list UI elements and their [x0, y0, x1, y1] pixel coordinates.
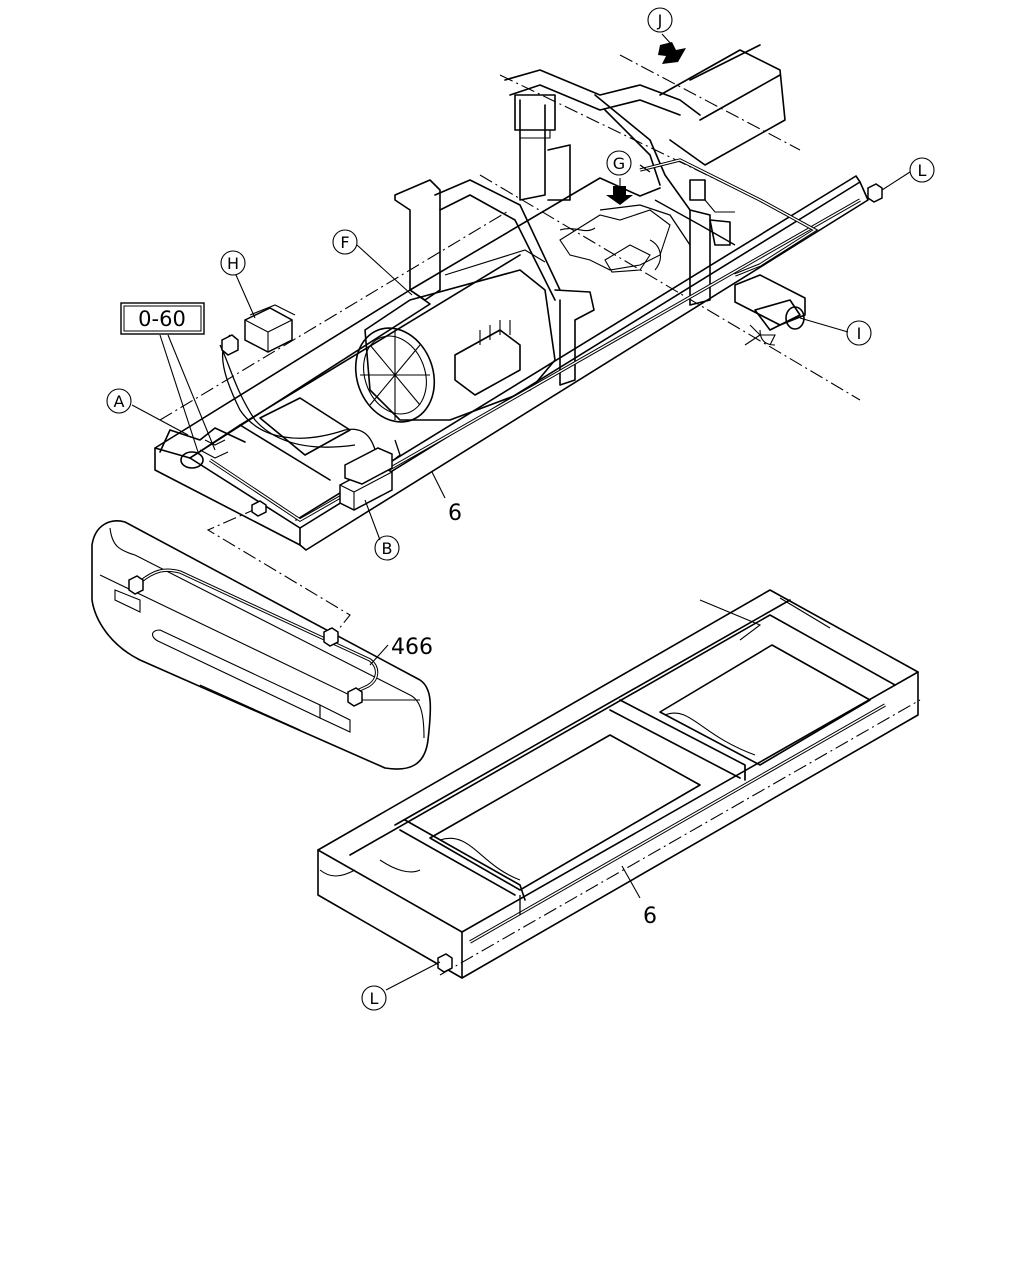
front-bracket-a	[180, 439, 229, 469]
callout-j-label: J	[657, 11, 663, 30]
callout-l-bottom: L	[361, 985, 387, 1011]
callout-b: B	[374, 535, 400, 561]
component-i	[744, 299, 805, 346]
reference-box-label: 0-60	[138, 307, 186, 331]
arrow-j	[658, 42, 686, 64]
rear-differential	[514, 94, 735, 273]
callout-g: G	[606, 150, 632, 176]
callout-l-bottom-label: L	[370, 989, 379, 1008]
chassis-harness-6	[209, 158, 861, 522]
arrow-g	[606, 186, 633, 205]
callout-g-label: G	[613, 154, 625, 173]
part-number-6-front: 6	[448, 501, 462, 526]
callout-i: I	[846, 320, 872, 346]
rear-chassis-frame	[317, 589, 921, 979]
connector-h	[221, 304, 296, 356]
part-number-466: 466	[391, 635, 433, 660]
connection-line	[206, 507, 351, 631]
callout-l-top: L	[909, 157, 935, 183]
connector-b	[339, 447, 393, 511]
reference-box-0-60: 0-60	[120, 302, 205, 335]
callout-f-label: F	[340, 233, 349, 252]
callout-j: J	[647, 7, 673, 33]
callout-b-label: B	[382, 539, 393, 558]
callout-l-top-label: L	[918, 161, 927, 180]
leader-lines	[131, 33, 911, 991]
part-number-6-rear: 6	[643, 904, 657, 929]
callout-a: A	[106, 388, 132, 414]
callout-f: F	[332, 229, 358, 255]
callout-a-label: A	[114, 392, 125, 411]
connector-frame-front	[251, 500, 267, 517]
front-chassis-frame	[154, 44, 869, 551]
callout-h-label: H	[227, 254, 239, 273]
callout-h: H	[220, 250, 246, 276]
callout-i-label: I	[857, 324, 862, 343]
transmission-assembly	[354, 249, 556, 423]
connector-l-top	[867, 183, 883, 203]
front-bumper	[91, 520, 432, 770]
